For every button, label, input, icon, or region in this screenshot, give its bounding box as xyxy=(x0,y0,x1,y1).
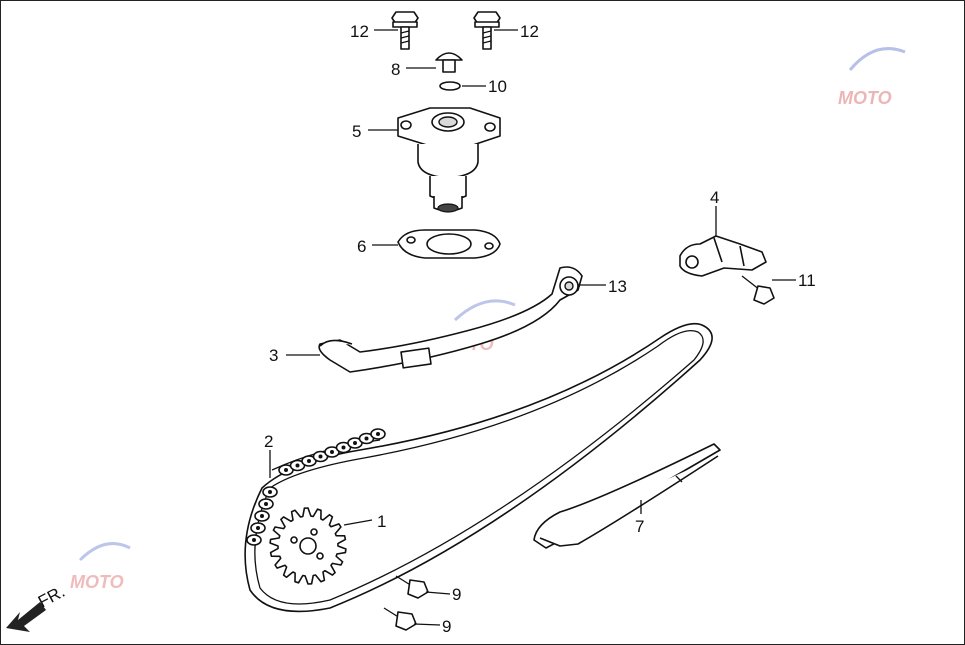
chain-links xyxy=(246,428,386,546)
tensioner-5 xyxy=(397,107,501,213)
chain-pin xyxy=(353,441,357,445)
chain-pin xyxy=(284,468,288,472)
sprocket-hole xyxy=(290,536,298,544)
chain-pin xyxy=(268,490,272,494)
callout-9-lower: 9 xyxy=(442,617,451,636)
sprocket-1 xyxy=(269,507,347,585)
callout-6: 6 xyxy=(357,237,366,256)
chain-pin xyxy=(256,526,260,530)
callout-12-left: 12 xyxy=(350,22,369,41)
callout-2: 2 xyxy=(264,432,273,451)
callout-3: 3 xyxy=(269,346,278,365)
callout-11: 11 xyxy=(798,271,816,290)
sprocket-hub xyxy=(299,537,317,555)
bolt-9-lower xyxy=(383,607,417,631)
callout-10: 10 xyxy=(488,77,507,96)
screw-8 xyxy=(435,52,463,73)
bolt-12-left xyxy=(391,11,419,50)
sprocket-hole xyxy=(310,528,318,536)
callout-1: 1 xyxy=(377,512,386,531)
bolt-9-upper xyxy=(395,575,429,599)
watermark-text: MOTO xyxy=(70,572,124,592)
bracket-4 xyxy=(679,235,767,277)
callout-13: 13 xyxy=(608,277,627,296)
sprocket-hole xyxy=(316,552,324,560)
callout-8: 8 xyxy=(391,60,400,79)
callout-7: 7 xyxy=(635,517,644,536)
chain-pin xyxy=(252,538,256,542)
callout-4: 4 xyxy=(710,188,719,207)
chain-pin xyxy=(307,459,311,463)
chain-pin xyxy=(364,436,369,441)
watermark-bottom-left: MOTO xyxy=(70,542,131,592)
watermark-text: MOTO xyxy=(838,88,892,108)
slider-3 xyxy=(318,266,583,373)
watermark-top-right: MOTO xyxy=(838,47,906,108)
chain-pin xyxy=(318,454,323,459)
chain-pin xyxy=(295,463,300,468)
chain-pin xyxy=(264,502,268,506)
bolt-12-right xyxy=(473,11,501,50)
callout-5: 5 xyxy=(352,122,361,141)
pin-13 xyxy=(559,276,579,296)
leader-lines xyxy=(269,29,796,626)
callout-12-right: 12 xyxy=(520,22,539,41)
o-ring-10 xyxy=(439,81,461,91)
callout-9-upper: 9 xyxy=(452,585,461,604)
front-direction-arrow: FR. xyxy=(6,582,68,632)
chain-pin xyxy=(330,450,334,454)
chain-guide-7 xyxy=(533,443,721,549)
gasket-6 xyxy=(397,229,501,259)
chain-pin xyxy=(376,432,380,436)
bolt-11 xyxy=(741,275,775,305)
chain-pin xyxy=(341,445,346,450)
chain-pin xyxy=(260,514,264,518)
